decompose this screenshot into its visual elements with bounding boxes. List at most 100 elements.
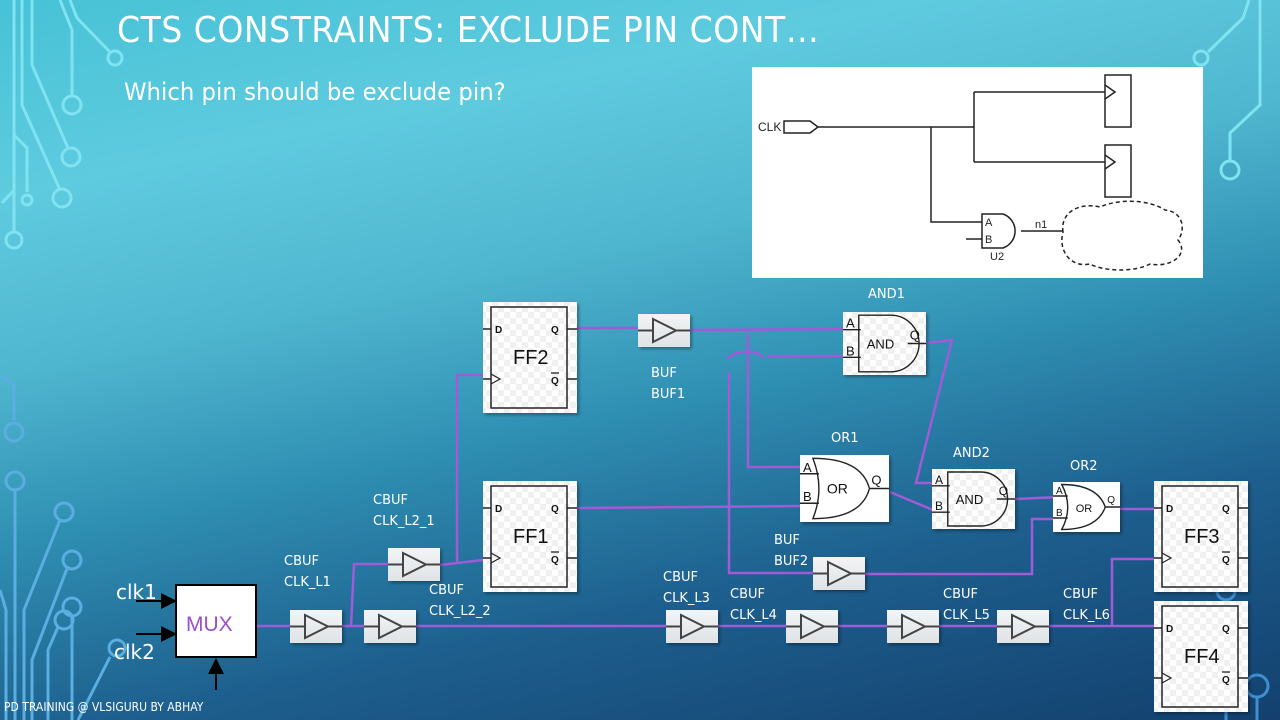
wire-ff1-q-to-or1-b [576,504,802,510]
buffer-triangle-icon [901,613,928,640]
or-gate-icon [811,457,871,520]
flop-d-pin: D [495,504,502,515]
clk-l2-1-name: CLK_L2_1 [373,514,435,529]
slide-subtitle: Which pin should be exclude pin? [124,78,506,106]
flop-background [483,302,577,413]
clk-l2-1-label: CBUF CLK_L2_1 [373,490,435,532]
wire-clk-to-buf2 [727,372,813,575]
flop-d-pin: D [1166,624,1173,635]
flop-body [1161,485,1239,588]
wire-clkl1-to-clkl2-1 [349,562,388,627]
gate-label: AND [867,337,894,352]
flop-qbar-pin: Q [1222,555,1230,566]
inset-pin-a: A [985,217,993,229]
clk1-label: clk1 [116,580,157,604]
clk-l4-label: CBUF CLK_L4 [730,584,777,626]
clk-l3-name: CLK_L3 [663,591,710,606]
buf1-name: BUF1 [651,387,686,402]
buf2-label: BUF BUF2 [774,530,808,572]
clk-l2-2-name: CLK_L2_2 [429,604,491,619]
clk-l4-name: CLK_L4 [730,608,777,623]
buffer-clk-l2-2 [364,610,416,643]
flop-qbar-pin: Q [551,555,559,566]
gate-pin-q: Q [910,328,920,343]
flop-background [483,481,577,592]
or-gate-icon [1060,483,1107,531]
inset-and-gate [981,213,1016,249]
flop-qbar-pin: Q [551,376,559,387]
gate-label: AND [956,492,983,507]
flop-q-pin: Q [551,325,559,336]
deco-top-left [0,0,124,250]
clk-l5-label: CBUF CLK_L5 [943,584,990,626]
and1-name: AND1 [868,287,905,302]
wire-and2-q-to-or2-a [1014,495,1061,501]
wire-and1-q-to-and2-a [914,338,954,485]
inset-background [752,67,1203,278]
clk-l3-label: CBUF CLK_L3 [663,567,710,609]
buffer-clk-l1 [290,610,342,643]
gate-pin-b: B [803,489,812,504]
buffer-clk-l2-1 [388,548,440,581]
inset-logic-cloud [1061,200,1183,271]
clock-pin-icon [490,373,502,385]
gate-pin-a: A [1056,486,1063,497]
inset-diagram: CLK A B U2 n1 [752,67,1203,278]
buffer-triangle-icon [827,560,854,587]
flop-body [490,485,568,588]
wire-clkl2-1-to-ff1-clk [439,558,484,567]
wire-buf1-to-and1-a [689,327,846,332]
buffer-triangle-icon [378,613,405,640]
deco-top-right [1192,0,1262,181]
slide-title: CTS CONSTRAINTS: EXCLUDE PIN CONT… [117,10,820,51]
or2-name: OR2 [1070,459,1098,474]
clk-l5-type: CBUF [943,587,978,602]
flop-label: FF4 [1184,646,1220,668]
gate-label: OR [1076,503,1093,515]
gate-or2: AB Q OR [1053,482,1120,532]
mux-label: MUX [186,613,233,636]
clk-l2-1-type: CBUF [373,493,408,508]
deco-bottom-left [0,373,127,720]
buffer-triangle-icon [304,613,331,640]
flop-body [1161,605,1239,708]
buffer-triangle-icon [652,317,679,344]
clk-l6-label: CBUF CLK_L6 [1063,584,1110,626]
clk-port-icon [783,120,820,134]
gate-pin-a: A [935,473,943,487]
flop-background [1154,601,1248,712]
buffer-buf1 [638,314,690,347]
clock-pin-icon [1161,552,1173,564]
gate-pin-q: Q [871,473,881,488]
buffer-clk-l3 [666,610,718,643]
wire-buf2-to-or2-b [865,517,1055,576]
buf1-label: BUF BUF1 [651,363,685,405]
flop-d-pin: D [1166,504,1173,515]
inset-clk-label: CLK [758,120,781,134]
buf2-name: BUF2 [774,554,809,569]
buffer-triangle-icon [1011,613,1038,640]
buffer-clk-l4 [786,610,838,643]
gate-pin-b: B [1056,508,1063,519]
clk2-label: clk2 [114,640,155,664]
slide-footer: PD TRAINING @ VLSIGURU BY ABHAY [4,700,204,714]
buf1-type: BUF [651,366,677,381]
flop-qbar-pin: Q [1222,675,1230,686]
clk-l2-2-type: CBUF [429,583,464,598]
and-gate-icon [858,314,920,373]
gate-pin-a: A [803,460,812,475]
clk-l2-2-label: CBUF CLK_L2_2 [429,580,491,622]
gate-pin-b: B [935,499,943,513]
and-gate-icon [947,471,1009,527]
gate-pin-q: Q [1107,495,1115,506]
wire-clkl2-1-to-ff2-clk [455,373,483,563]
mux: MUX [136,584,257,690]
flop-background [1154,481,1248,592]
clk-l1-name: CLK_L1 [284,575,331,590]
